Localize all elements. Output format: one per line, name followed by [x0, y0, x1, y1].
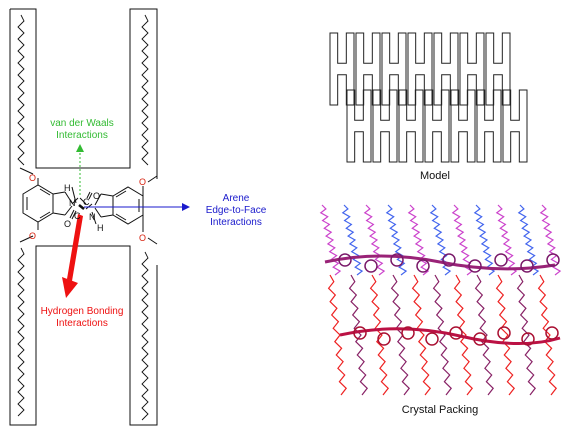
- packing-strand: [432, 274, 453, 396]
- packing-ring: [494, 253, 508, 267]
- model-h-unit: [459, 32, 485, 106]
- packing-ring: [353, 326, 367, 340]
- packing-ring: [401, 326, 415, 340]
- alkyl-chain: [17, 14, 25, 166]
- hbond-label: Hydrogen Bonding Interactions: [35, 306, 129, 330]
- model-h-unit: [329, 32, 355, 106]
- model-drawing: [329, 32, 528, 163]
- model-h-unit: [355, 32, 381, 106]
- hbond-label-line1: Hydrogen Bonding: [40, 306, 124, 317]
- packing-ring: [468, 259, 482, 273]
- hydrogen-label-top: H: [64, 183, 71, 193]
- model-h-unit: [485, 32, 511, 106]
- model-h-unit: [398, 89, 424, 163]
- arene-label-line2: Edge-to-Face: [205, 205, 267, 216]
- alkyl-chain-frame: [9, 8, 158, 426]
- packing-ring: [390, 253, 404, 267]
- packing-ring: [520, 259, 534, 273]
- packing-ring: [416, 259, 430, 273]
- packing-strand: [363, 204, 386, 276]
- vdw-label: van der Waals Interactions: [45, 118, 119, 142]
- vdw-label-line2: Interactions: [56, 130, 108, 141]
- arene-arrow: [84, 203, 190, 211]
- packing-ring: [338, 253, 352, 267]
- packing-strand: [474, 274, 495, 396]
- oxygen-label-top-right: O: [139, 177, 147, 187]
- hbond-arrow: [62, 214, 83, 298]
- crystal-packing-label: Crystal Packing: [401, 404, 479, 416]
- packing-strand: [537, 274, 558, 396]
- model-h-unit: [476, 89, 502, 163]
- packing-strand: [390, 274, 411, 396]
- packing-strand: [453, 274, 474, 396]
- carbon-label-bottom: C: [74, 211, 81, 221]
- oxygen-label-top-left: O: [29, 173, 37, 183]
- packing-strand: [411, 274, 432, 396]
- arene-label-line3: Interactions: [210, 217, 262, 228]
- hbond-label-line2: Interactions: [56, 318, 108, 329]
- oxygen-label-carbonyl-top: O: [93, 191, 101, 201]
- nitrogen-label-left: N: [69, 198, 76, 208]
- model-h-unit: [450, 89, 476, 163]
- packing-ring: [377, 332, 391, 346]
- packing-ring: [449, 326, 463, 340]
- packing-ring: [546, 253, 560, 267]
- packing-ring: [545, 326, 559, 340]
- packing-ring: [425, 332, 439, 346]
- oxygen-label-carbonyl-bottom: O: [64, 219, 72, 229]
- model-h-unit: [381, 32, 407, 106]
- vdw-arrow: [76, 144, 84, 195]
- model-h-unit: [502, 89, 528, 163]
- model-label: Model: [420, 170, 450, 182]
- alkyl-chain: [141, 251, 149, 421]
- alkyl-chains: [17, 14, 149, 421]
- packing-strand: [319, 204, 342, 276]
- packing-strand: [516, 274, 537, 396]
- alkyl-chain: [141, 14, 149, 166]
- arene-label: Arene Edge-to-Face Interactions: [196, 193, 276, 229]
- model-h-unit: [424, 89, 450, 163]
- packing-ring: [521, 332, 535, 346]
- model-h-unit: [433, 32, 459, 106]
- packing-ring: [497, 326, 511, 340]
- model-h-unit: [372, 89, 398, 163]
- packing-strand: [495, 204, 518, 276]
- crystal-packing-drawing: [319, 204, 562, 396]
- packing-ring: [442, 253, 456, 267]
- packing-strand: [348, 274, 369, 396]
- packing-strand: [407, 204, 430, 276]
- hydrogen-label-bottom: H: [97, 223, 104, 233]
- packing-strand: [495, 274, 516, 396]
- packing-ring: [473, 332, 487, 346]
- packing-strand: [385, 204, 408, 276]
- packing-strand: [517, 204, 540, 276]
- packing-strand: [341, 204, 364, 276]
- packing-ring: [364, 259, 378, 273]
- oxygen-label-bottom-left: O: [29, 231, 37, 241]
- arene-label-line1: Arene: [222, 193, 250, 204]
- left-aromatic-core: [19, 167, 73, 243]
- oxygen-label-bottom-right: O: [139, 233, 147, 243]
- alkyl-chain: [17, 247, 25, 417]
- model-h-unit: [346, 89, 372, 163]
- carbon-label-top: C: [83, 197, 90, 207]
- packing-strand: [473, 204, 496, 276]
- vdw-label-line1: van der Waals: [50, 118, 114, 129]
- packing-strand: [369, 274, 390, 396]
- model-h-unit: [407, 32, 433, 106]
- nitrogen-label-right: N: [89, 212, 96, 222]
- right-aromatic-core: [94, 175, 158, 245]
